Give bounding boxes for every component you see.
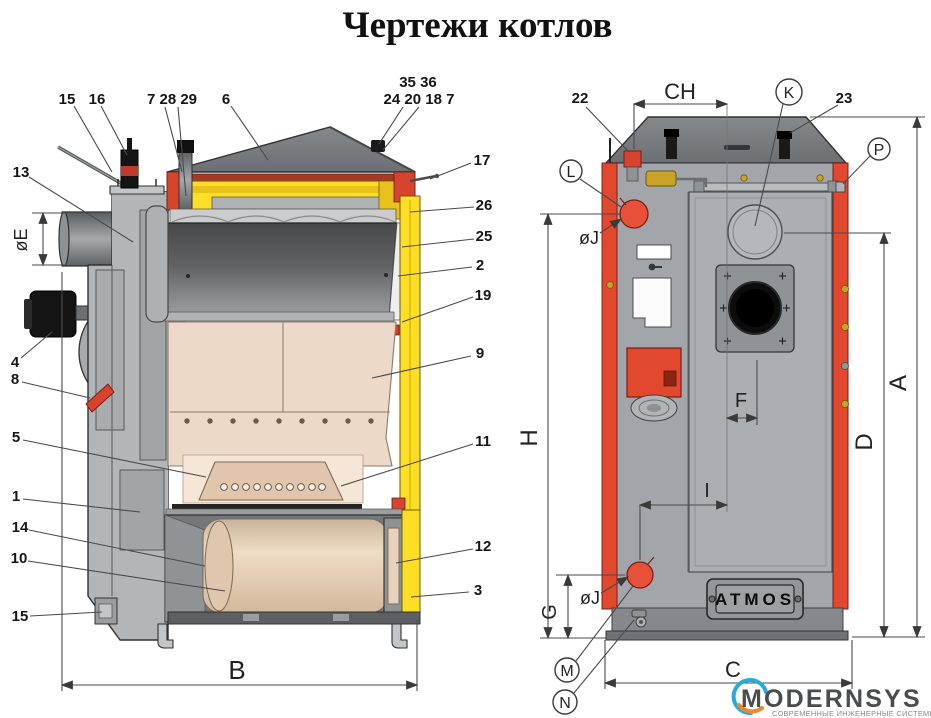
callout-5: 5 [12, 429, 20, 446]
water-port-top [619, 199, 649, 229]
watermark-logo: MODERNSYS СОВРЕМЕННЫЕ ИНЖЕНЕРНЫЕ СИСТЕМЫ [731, 678, 931, 718]
top-red-stripe [166, 173, 416, 182]
watermark-brand: MODERNSYS [741, 685, 922, 713]
dim-g: G [539, 604, 561, 620]
dim-c: C [725, 657, 741, 682]
heat-exchanger-drum [159, 222, 398, 321]
display-slot [636, 244, 672, 260]
page-title: Чертежи котлов [342, 5, 613, 46]
right-view-front: ATMOS [601, 104, 850, 641]
dim-b: B [228, 655, 245, 685]
ash-lever [85, 383, 115, 413]
dim-diameter-j-top: øJ [579, 228, 599, 248]
nameplate-text: ATMOS [715, 590, 795, 609]
left-red-strip [601, 162, 618, 610]
callout-9: 9 [476, 345, 484, 362]
callout-13: 13 [13, 164, 30, 181]
callout-12: 12 [475, 538, 492, 555]
front-lid [604, 116, 848, 164]
callout-19: 19 [475, 287, 492, 304]
dim-f: F [735, 390, 747, 412]
letter-circles [552, 78, 891, 715]
callout-22: 22 [572, 90, 589, 107]
burner-nozzle [198, 461, 344, 501]
logo-blue-arc [731, 678, 768, 716]
dim-h: H [516, 429, 543, 446]
callout-15-top: 15 [59, 91, 76, 108]
callout-labels: 15 16 7 28 29 6 35 36 24 20 18 7 17 26 2… [11, 74, 853, 625]
dim-ch: CH [664, 79, 696, 104]
callout-6: 6 [222, 91, 230, 108]
water-port-bottom [626, 561, 654, 589]
callout-11: 11 [475, 433, 491, 450]
label-m: M [560, 663, 573, 680]
inspection-opening [632, 277, 672, 328]
dim-a: A [885, 375, 912, 391]
callout-2: 2 [476, 257, 484, 274]
callout-10: 10 [11, 550, 28, 567]
callout-24-20-18-7: 24 20 18 7 [384, 91, 455, 108]
right-red-strip [832, 162, 849, 610]
dimension-labels: øE B CH H A D F I G C øJ øJ [11, 79, 912, 685]
callout-14: 14 [12, 519, 29, 536]
label-k: K [784, 85, 795, 102]
firebrick-upper [167, 321, 397, 467]
dim-diameter-e: øE [11, 228, 31, 251]
dim-i: I [704, 480, 710, 502]
callout-35-36: 35 36 [399, 74, 437, 91]
letter-labels: K P L M N [559, 85, 884, 712]
callout-3: 3 [474, 582, 482, 599]
callout-17: 17 [474, 152, 491, 169]
safety-valve-front [623, 150, 642, 168]
callout-23: 23 [836, 90, 853, 107]
logo-orange-arc [737, 703, 764, 714]
callout-4: 4 [11, 354, 20, 371]
callout-1: 1 [12, 488, 20, 505]
callout-25: 25 [476, 228, 493, 245]
label-p: P [874, 142, 885, 159]
dim-diameter-j-bottom: øJ [580, 588, 600, 608]
callout-16: 16 [89, 91, 106, 108]
label-l: L [567, 164, 576, 181]
label-n: N [559, 695, 571, 712]
fan-motor [29, 290, 77, 338]
callout-15-bottom: 15 [12, 608, 29, 625]
callout-26: 26 [476, 197, 493, 214]
annotation-lines [20, 99, 925, 694]
callout-7-28-29: 7 28 29 [147, 91, 197, 108]
upper-flange [727, 204, 783, 260]
dim-d: D [851, 433, 878, 450]
callout-8: 8 [11, 371, 19, 388]
watermark-tagline: СОВРЕМЕННЫЕ ИНЖЕНЕРНЫЕ СИСТЕМЫ [772, 709, 931, 718]
